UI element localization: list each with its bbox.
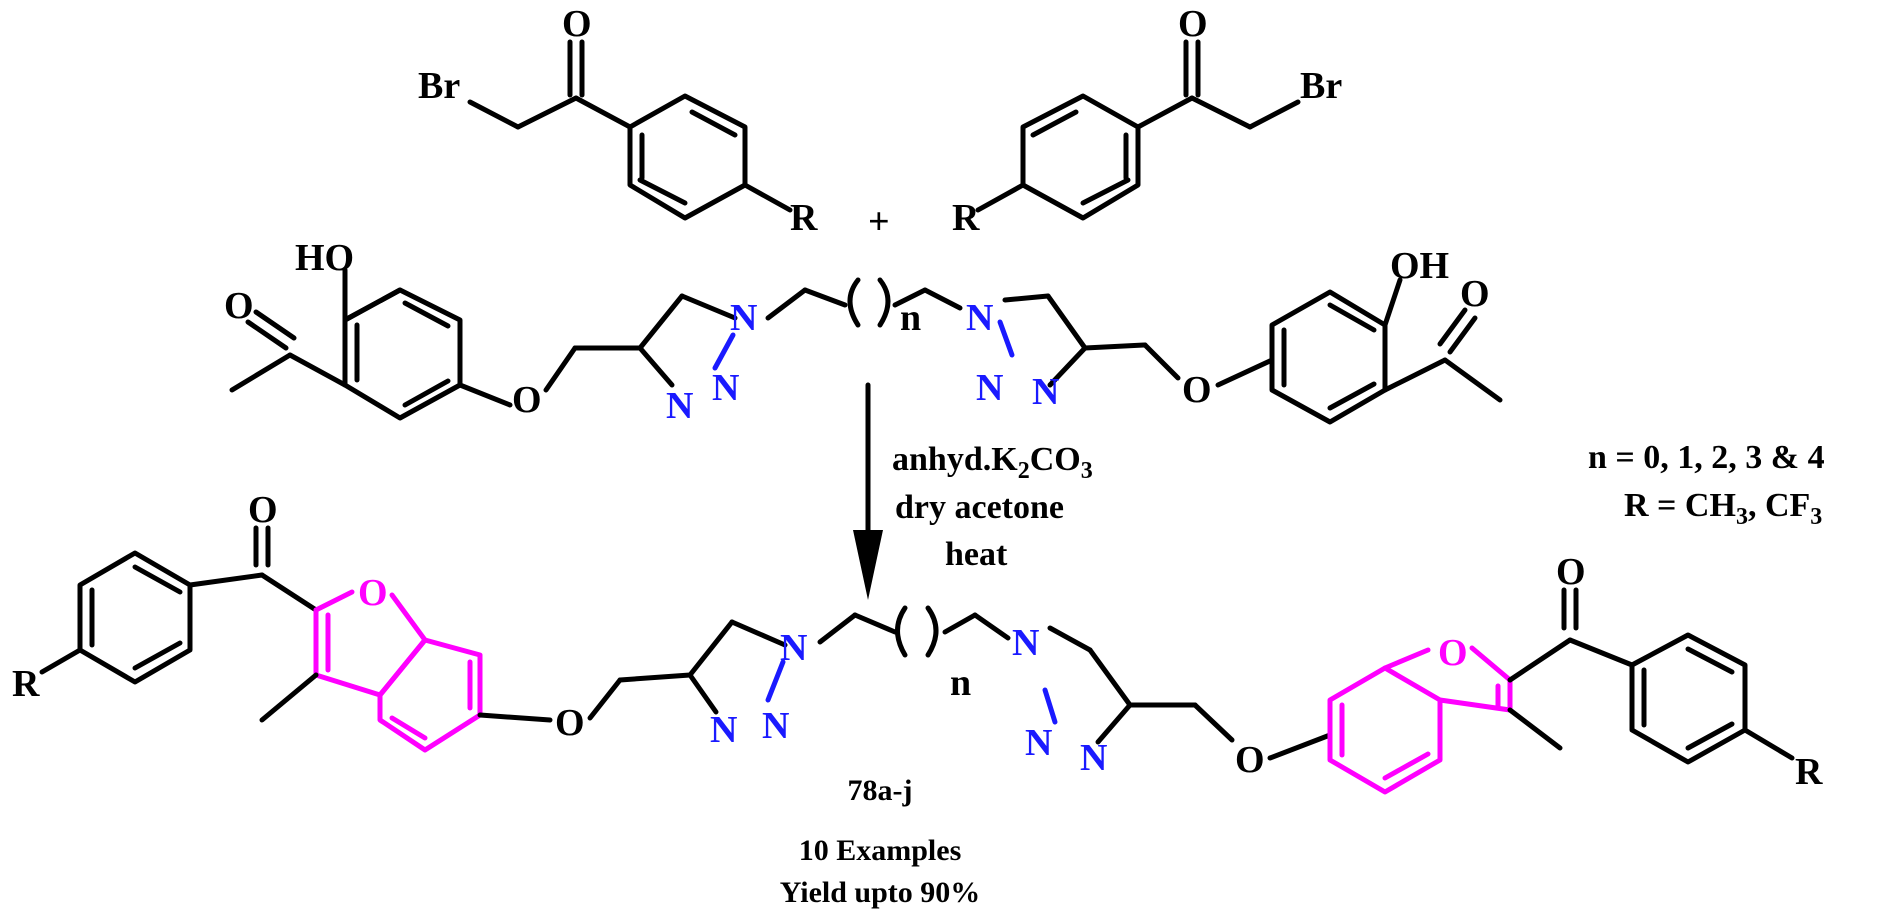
atom-oxygen: O [562, 3, 592, 45]
repeat-unit-n: n [950, 662, 971, 704]
atom-nitrogen: N [1012, 622, 1039, 664]
atom-bromine: Br [418, 65, 460, 107]
condition-solvent: dry acetone [895, 489, 1064, 526]
atom-r-group: R [790, 197, 818, 239]
atom-nitrogen: N [1032, 371, 1059, 413]
atom-nitrogen: N [712, 367, 739, 409]
repeat-unit-n: n [900, 297, 921, 339]
product-bis-benzofuran [39, 525, 1795, 795]
reaction-arrow [853, 382, 883, 600]
atom-nitrogen: N [1025, 722, 1052, 764]
atom-oxygen: O [358, 572, 388, 614]
atom-oxygen: O [224, 285, 254, 327]
reactant-bromoacetophenone-right [975, 39, 1301, 221]
atom-oxygen: O [1235, 739, 1265, 781]
condition-heat: heat [945, 536, 1008, 573]
atom-oxygen: O [1556, 551, 1586, 593]
atom-nitrogen: N [966, 297, 993, 339]
atom-r-group: R [952, 197, 980, 239]
atom-oxygen: O [1182, 369, 1212, 411]
atom-nitrogen: N [666, 385, 693, 427]
atom-nitrogen: N [1080, 737, 1107, 779]
reactant-bis-triazole [229, 267, 1503, 425]
atom-oxygen: O [1438, 632, 1468, 674]
atom-oxygen: O [555, 702, 585, 744]
product-yield-label: Yield upto 90% [780, 876, 981, 909]
atom-hydroxyl: OH [1390, 245, 1449, 287]
atom-nitrogen: N [710, 709, 737, 751]
plus-sign: + [868, 201, 890, 243]
atom-nitrogen: N [730, 297, 757, 339]
condition-reagent: anhyd.K2CO3 [892, 441, 1093, 484]
variable-r-definition: R = CH3, CF3 [1624, 487, 1822, 530]
reactant-bromoacetophenone-left [467, 39, 793, 221]
atom-nitrogen: N [762, 705, 789, 747]
variable-n-definition: n = 0, 1, 2, 3 & 4 [1588, 439, 1825, 476]
atom-hydroxyl: HO [295, 237, 354, 279]
atom-bromine: Br [1300, 65, 1342, 107]
product-id-label: 78a-j [848, 774, 913, 807]
atom-r-group: R [12, 663, 40, 705]
atom-nitrogen: N [780, 627, 807, 669]
atom-oxygen: O [248, 489, 278, 531]
atom-oxygen: O [1178, 3, 1208, 45]
atom-r-group: R [1795, 751, 1823, 793]
atom-oxygen: O [1460, 273, 1490, 315]
atom-nitrogen: N [976, 367, 1003, 409]
atom-oxygen: O [512, 379, 542, 421]
product-examples-label: 10 Examples [799, 834, 962, 867]
